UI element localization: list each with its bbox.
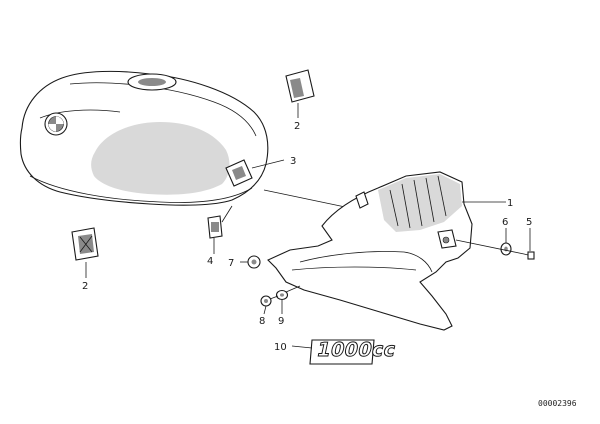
- part-10-decal: 1000cc: [291, 338, 399, 365]
- part-3-cover: [225, 159, 285, 187]
- callout-8: 8: [259, 316, 265, 327]
- part-2-lower-plate: [71, 227, 99, 278]
- part-4-clip: [207, 205, 233, 254]
- callout-10: 10: [274, 342, 287, 353]
- callout-9: 9: [278, 316, 284, 327]
- part-1-side-cover: [267, 171, 473, 331]
- part-9-washer: [275, 289, 289, 314]
- callout-5: 5: [526, 217, 532, 228]
- callout-2-upper: 2: [294, 121, 300, 132]
- part-5-screw: [523, 228, 535, 260]
- callout-1: 1: [507, 198, 513, 209]
- bmw-emblem: [44, 112, 68, 136]
- decal-text: 1000cc: [315, 338, 398, 361]
- callout-7: 7: [228, 258, 234, 269]
- callout-2-lower: 2: [82, 281, 88, 292]
- callout-3: 3: [290, 156, 296, 167]
- document-number: 00002396: [538, 399, 577, 408]
- fuel-tank: [19, 70, 269, 206]
- part-8-screw: [260, 295, 272, 315]
- part-2-upper-plate: [285, 69, 315, 118]
- part-7-grommet: [240, 255, 261, 269]
- callout-4: 4: [207, 256, 213, 267]
- callout-6: 6: [502, 217, 508, 228]
